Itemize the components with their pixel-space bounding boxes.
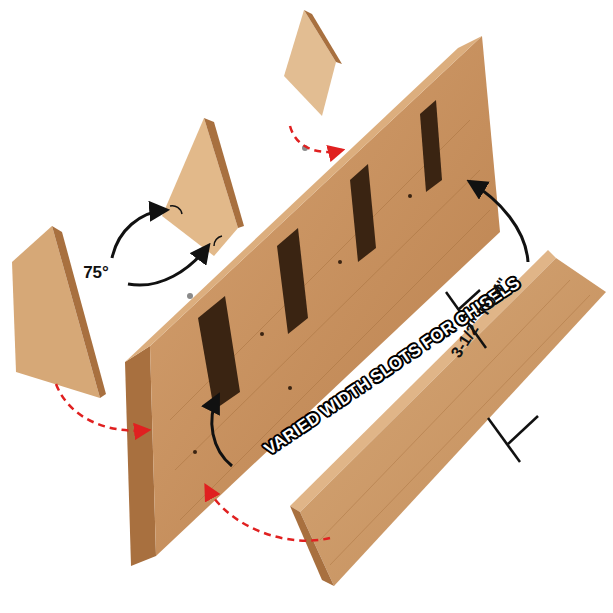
assembly-arrow [56,384,148,431]
leader-arrow [128,246,208,285]
chisel-slot [198,296,240,410]
front-board [290,250,606,586]
wedge-block [12,226,106,398]
board-end [290,506,334,586]
wedge-face [284,10,336,116]
angle-label: 75° [83,264,109,281]
assembly-arrow [290,126,342,152]
leader-arrow [470,182,528,262]
wedge-block [162,118,244,256]
wedge-side [304,10,342,64]
wedge-block [284,10,342,116]
assembly-arrow [206,486,330,541]
chisel-slot [420,100,442,192]
nail-hole [288,386,292,390]
nail-hole [193,450,197,454]
nail-hole [260,332,264,336]
leader-arrow [112,210,166,258]
wedge-side [204,118,244,228]
chisel-slot [277,228,308,334]
screw-head [187,293,193,299]
board-face [300,258,606,586]
angle-mark [214,236,222,246]
nail-hole [408,194,412,198]
nail-hole [338,260,342,264]
chisel-slot [350,164,376,262]
wedge-side [52,226,106,398]
wedge-face [12,226,100,398]
leader-arrow [212,396,232,466]
dimension-line [488,418,520,462]
angle-mark [170,206,182,214]
dimension-tick [508,416,538,444]
